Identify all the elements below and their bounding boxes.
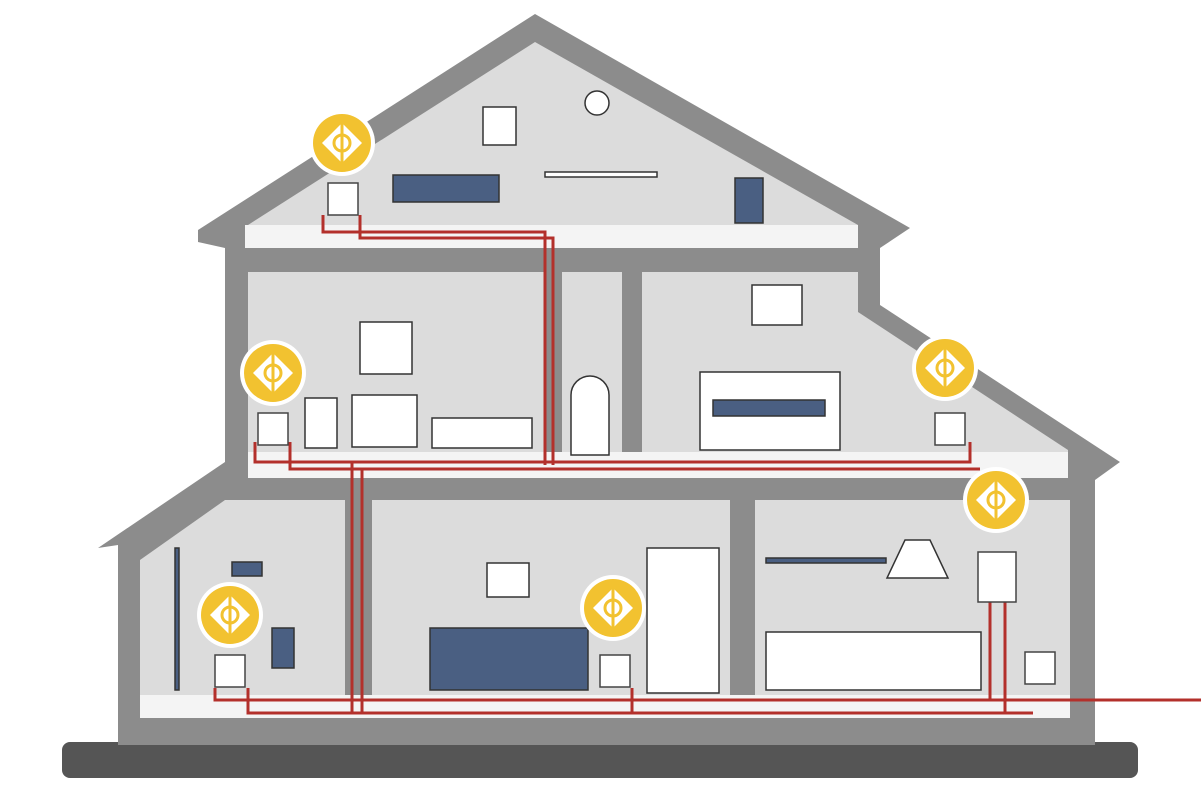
bathtub	[431, 417, 533, 449]
thermostat-marker-icon	[309, 110, 375, 176]
radiators	[214, 182, 1056, 688]
bathroom-vanity	[351, 394, 418, 448]
kitchen-shelf	[765, 557, 887, 564]
thermostat-marker-icon	[912, 335, 978, 401]
ground-base	[62, 742, 1138, 778]
picture-frame	[482, 106, 517, 146]
boiler-icon	[977, 551, 1017, 603]
radiator-icon	[257, 412, 289, 446]
ground-floor-slab	[140, 695, 1070, 718]
bedroom-frame	[751, 284, 803, 326]
storage-boxes	[734, 177, 764, 224]
bookshelf	[646, 547, 720, 694]
boots	[271, 627, 295, 669]
radiator-icon	[1024, 651, 1056, 685]
thermostat-marker-icon	[240, 340, 306, 406]
thermostat-marker-icon	[580, 575, 646, 641]
hallway-door	[570, 375, 610, 456]
range-hood	[885, 539, 950, 579]
clock-icon	[584, 90, 610, 116]
pendant-lamp	[231, 561, 263, 577]
radiator-icon	[934, 412, 966, 446]
radiator-icon	[214, 654, 246, 688]
bed-pillows	[712, 399, 826, 417]
thermostat-markers	[197, 110, 1029, 648]
thermostat-marker-icon	[197, 582, 263, 648]
attic-desk	[544, 171, 658, 178]
bathroom-mirror	[359, 321, 413, 375]
heating-pipes	[213, 215, 1201, 715]
radiator-icon	[599, 654, 631, 688]
radiator-icon	[327, 182, 359, 216]
attic-cabinet	[392, 174, 500, 203]
coat-rack	[174, 547, 180, 691]
kitchen-counter	[765, 631, 982, 691]
toilet	[304, 397, 338, 449]
thermostat-marker-icon	[963, 467, 1029, 533]
second-floor-slab	[248, 452, 1068, 478]
furniture	[174, 90, 982, 694]
sofa	[429, 627, 589, 691]
living-frame	[486, 562, 530, 598]
